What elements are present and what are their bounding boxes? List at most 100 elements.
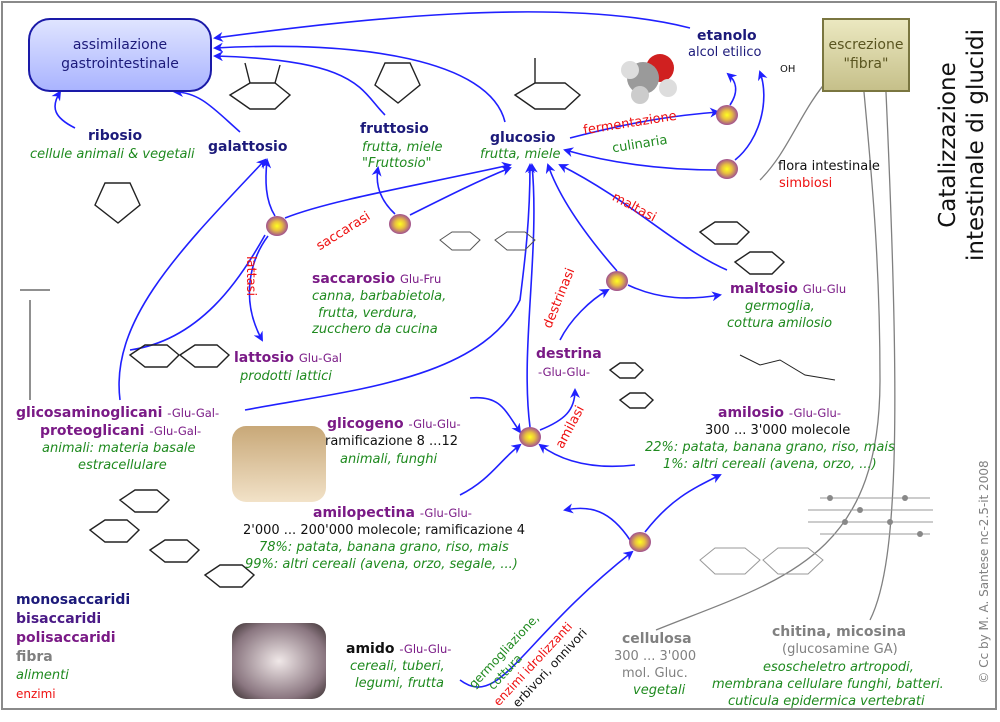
fruttosio-name: fruttosio bbox=[360, 121, 429, 137]
arrow bbox=[284, 161, 512, 219]
chitina-info: (glucosamine GA) bbox=[782, 642, 898, 657]
amilopectina-source: 78%: patata, banana grano, riso, mais bbox=[259, 540, 509, 555]
arrow bbox=[118, 158, 267, 401]
legend-enzimi: enzimi bbox=[16, 687, 56, 701]
ribosio-name: ribosio bbox=[88, 128, 143, 144]
arrow bbox=[545, 163, 618, 272]
arrow bbox=[558, 164, 728, 271]
arrow-etanolo-assim bbox=[213, 11, 691, 42]
saccarosio-name-text: saccarosio bbox=[312, 271, 396, 287]
fruttosio-source: frutta, miele bbox=[362, 140, 443, 155]
lattosio-units: Glu-Gal bbox=[298, 351, 342, 365]
arrow bbox=[469, 396, 522, 434]
lattosio-name-text: lattosio bbox=[234, 350, 294, 366]
arrow-glucosio-assim bbox=[213, 42, 506, 123]
cellulose-structure bbox=[699, 497, 933, 575]
enzyme-node bbox=[606, 271, 628, 291]
amido-source: legumi, frutta bbox=[355, 676, 444, 691]
maltosio-source: cottura amilosio bbox=[727, 316, 833, 331]
arrow bbox=[129, 234, 266, 351]
simbiosi-label: simbiosi bbox=[779, 176, 833, 191]
glicogeno-name-text: glicogeno bbox=[327, 416, 404, 432]
chitina-name: chitina, micosina bbox=[772, 624, 907, 640]
arrow bbox=[563, 503, 631, 541]
glicogeno-source: animali, funghi bbox=[340, 452, 438, 467]
amilosio-source: 1%: altri cereali (avena, orzo, ...) bbox=[663, 457, 877, 472]
amido-source: cereali, tuberi, bbox=[350, 659, 445, 674]
chitina-source: cuticula epidermica vertebrati bbox=[728, 694, 925, 709]
amilosio-source: 22%: patata, banana grano, riso, mais bbox=[645, 440, 895, 455]
glicosaminoglicani-source: animali: materia basale bbox=[42, 441, 196, 456]
arrow bbox=[644, 474, 722, 533]
glicogeno-units: -Glu-Glu- bbox=[408, 417, 461, 431]
amido-name: amido -Glu-Glu- bbox=[346, 641, 451, 657]
enzyme-nodes bbox=[266, 105, 738, 552]
proteoglicani-name-text: proteoglicani bbox=[40, 423, 145, 439]
lattasi-label: lattasi bbox=[243, 255, 259, 297]
starch-image bbox=[232, 623, 326, 699]
amilopectina-source: 99%: altri cereali (avena, orzo, segale,… bbox=[245, 557, 518, 572]
lattosio-name: lattosio Glu-Gal bbox=[234, 350, 342, 366]
arrow-fruttosio-assim bbox=[213, 51, 386, 116]
cellulosa-info: 300 ... 3'000 bbox=[614, 649, 697, 664]
diagram-frame bbox=[1, 1, 997, 710]
saccarosio-source: canna, barbabietola, bbox=[312, 289, 447, 304]
cellulosa-info2: mol. Gluc. bbox=[622, 666, 688, 681]
arrow bbox=[459, 550, 634, 688]
enzyme-node bbox=[519, 427, 541, 447]
arrow-galattosio-assim bbox=[173, 87, 241, 133]
cellulosa-source: vegetali bbox=[633, 683, 686, 698]
destrina-name: destrina bbox=[536, 346, 602, 362]
glicosaminoglicani-name: glicosaminoglicani -Glu-Gal- bbox=[16, 405, 219, 421]
amilopectina-name-text: amilopectina bbox=[313, 505, 415, 521]
arrow bbox=[539, 388, 580, 431]
arrow bbox=[726, 72, 738, 106]
cellulosa-name: cellulosa bbox=[622, 631, 692, 647]
saccarosio-units: Glu-Fru bbox=[399, 272, 442, 286]
title-line2: intestinale di glucidi bbox=[963, 29, 989, 261]
maltosio-units: Glu-Glu bbox=[802, 282, 847, 296]
escr-line1: escrezione bbox=[828, 37, 904, 53]
arrow-fermentazione bbox=[569, 107, 720, 139]
ribosio-source: cellule animali & vegetali bbox=[30, 147, 195, 162]
maltosio-source: germoglia, bbox=[745, 299, 815, 314]
glucosio-source: frutta, miele bbox=[480, 147, 561, 162]
escrezione-box: escrezione "fibra" bbox=[822, 18, 910, 92]
flora-label: flora intestinale bbox=[778, 159, 880, 174]
assim-line2: gastrointestinale bbox=[61, 56, 179, 72]
legend-bi: bisaccaridi bbox=[16, 611, 102, 627]
lattosio-source: prodotti lattici bbox=[240, 369, 332, 384]
enzyme-node bbox=[389, 214, 411, 234]
arrow bbox=[559, 289, 610, 341]
assimilazione-box: assimilazione gastrointestinale bbox=[28, 18, 212, 92]
escr-line2: "fibra" bbox=[843, 56, 889, 72]
arrow bbox=[261, 158, 276, 217]
amilopectina-info: 2'000 ... 200'000 molecole; ramificazion… bbox=[243, 523, 526, 538]
fibre-arrow bbox=[655, 68, 881, 631]
glycogen-image bbox=[232, 426, 326, 502]
fruttosio-source2: "Fruttosio" bbox=[362, 156, 432, 171]
molecule-structures bbox=[20, 58, 836, 588]
amilopectina-name: amilopectina -Glu-Glu- bbox=[313, 505, 472, 521]
proteoglicani-units: -Glu-Gal- bbox=[149, 424, 202, 438]
assim-line1: assimilazione bbox=[72, 37, 168, 53]
saccarosio-source: zucchero da cucina bbox=[312, 322, 438, 337]
proteoglicani-name: proteoglicani -Glu-Gal- bbox=[40, 423, 201, 439]
chitina-source: membrana cellulare funghi, batteri. bbox=[712, 677, 944, 692]
title-line1: Catalizzazione bbox=[935, 62, 961, 228]
amilosio-units: -Glu-Glu- bbox=[788, 406, 841, 420]
glicosaminoglicani-name-text: glicosaminoglicani bbox=[16, 405, 163, 421]
arrow-ribosio-assim bbox=[51, 90, 76, 129]
galattosio-name: galattosio bbox=[208, 139, 288, 155]
enzyme-node bbox=[629, 532, 651, 552]
glucosio-name: glucosio bbox=[490, 130, 556, 146]
legend-mono: monosaccaridi bbox=[16, 592, 131, 608]
saccarosio-name: saccarosio Glu-Fru bbox=[312, 271, 441, 287]
amilosio-info: 300 ... 3'000 molecole bbox=[705, 423, 851, 438]
etanolo-sub: alcol etilico bbox=[688, 45, 762, 60]
enzyme-node bbox=[266, 216, 288, 236]
fibre-arrow bbox=[869, 68, 896, 621]
chitin-structure bbox=[827, 495, 923, 537]
